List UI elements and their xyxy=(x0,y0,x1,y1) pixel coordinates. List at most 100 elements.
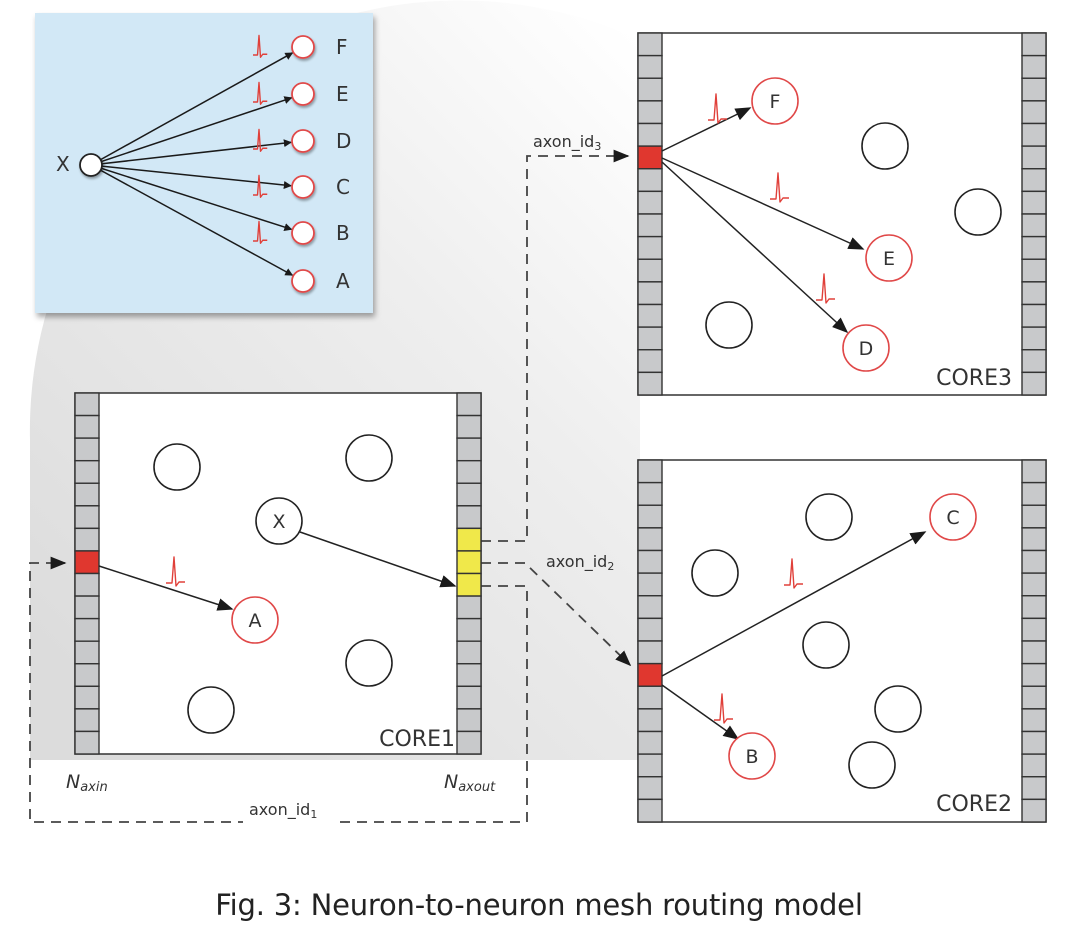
right-axon-column xyxy=(1021,32,1047,396)
axon-cell xyxy=(637,481,663,506)
neuron-idle xyxy=(345,639,393,687)
neuron-idle xyxy=(691,549,739,597)
neuron-idle xyxy=(802,621,850,669)
axon-cell xyxy=(74,640,100,665)
axon-cell xyxy=(456,459,482,484)
spike-icon xyxy=(253,34,268,58)
axon-cell xyxy=(1021,168,1047,193)
route-label-axon-id1: axon_id1 xyxy=(249,800,317,821)
axon-cell xyxy=(456,527,482,552)
neuron-idle xyxy=(874,685,922,733)
axon-cell xyxy=(637,662,663,687)
synapse-arrow xyxy=(661,161,849,334)
axon-cell xyxy=(637,685,663,710)
axon-cell xyxy=(1021,371,1047,396)
axon-cell xyxy=(637,527,663,552)
neuron-a xyxy=(231,596,279,644)
axon-cell xyxy=(74,685,100,710)
axon-cell xyxy=(1021,549,1047,574)
axon-cell xyxy=(637,753,663,778)
neuron-label: X xyxy=(272,511,285,533)
axon-cell xyxy=(637,281,663,306)
axon-cell xyxy=(1021,213,1047,238)
neuron-x xyxy=(255,497,303,545)
core-label: CORE1 xyxy=(379,727,455,752)
neuron-idle xyxy=(848,741,896,789)
axon-cell xyxy=(637,549,663,574)
axon-cell xyxy=(637,326,663,351)
axon-cell xyxy=(1021,708,1047,733)
neuron-f xyxy=(751,77,799,125)
axon-cell xyxy=(456,572,482,597)
axon-cell xyxy=(1021,100,1047,125)
axon-cell xyxy=(1021,77,1047,102)
inset-target-neuron xyxy=(291,175,315,199)
axon-cell xyxy=(637,100,663,125)
axon-cell xyxy=(1021,145,1047,170)
inset-target-label: D xyxy=(336,129,351,153)
inset-source-label: X xyxy=(56,152,70,176)
axon-cell xyxy=(1021,459,1047,484)
axon-cell xyxy=(74,414,100,439)
axon-cell xyxy=(1021,730,1047,755)
route-axon-id2 xyxy=(481,562,632,667)
axon-cell xyxy=(456,414,482,439)
axon-cell xyxy=(1021,527,1047,552)
axon-cell xyxy=(637,371,663,396)
axon-cell xyxy=(1021,753,1047,778)
axon-cell xyxy=(456,640,482,665)
axon-cell xyxy=(1021,326,1047,351)
axon-cell xyxy=(456,550,482,575)
axon-cell xyxy=(637,504,663,529)
axon-cell xyxy=(637,122,663,147)
axon-cell xyxy=(1021,617,1047,642)
axon-cell xyxy=(74,708,100,733)
left-axon-column xyxy=(637,459,663,823)
axon-cell xyxy=(456,685,482,710)
axon-cell xyxy=(1021,122,1047,147)
neuron-idle xyxy=(187,686,235,734)
neuron-label: A xyxy=(249,610,262,632)
inset-target-neuron xyxy=(291,129,315,153)
spike-icon xyxy=(784,558,803,589)
axon-cell xyxy=(456,392,482,417)
neuron-idle xyxy=(805,493,853,541)
axon-cell xyxy=(1021,481,1047,506)
axon-cell xyxy=(637,572,663,597)
spike-icon xyxy=(253,174,268,198)
axon-cell xyxy=(637,32,663,57)
axon-cell xyxy=(637,617,663,642)
spike-icon xyxy=(816,273,835,304)
figure-caption: Fig. 3: Neuron-to-neuron mesh routing mo… xyxy=(215,888,863,922)
axon-cell xyxy=(637,303,663,328)
naxin-label: Naxin xyxy=(66,771,108,795)
spike-icon xyxy=(253,128,268,152)
fanout-arrow xyxy=(90,164,294,276)
axon-cell xyxy=(637,349,663,374)
neuron-idle xyxy=(705,301,753,349)
neuron-b xyxy=(728,732,776,780)
neuron-label: E xyxy=(883,248,895,270)
axon-cell xyxy=(637,168,663,193)
neuron-e xyxy=(865,234,913,282)
left-axon-column xyxy=(637,32,663,396)
axon-cell xyxy=(1021,281,1047,306)
axon-cell xyxy=(637,640,663,665)
spike-icon xyxy=(770,172,789,203)
fanout-arrow xyxy=(90,52,294,166)
neuron-label: D xyxy=(859,338,874,360)
axon-cell xyxy=(1021,190,1047,215)
axon-cell xyxy=(74,505,100,530)
axon-cell xyxy=(637,213,663,238)
axon-cell xyxy=(456,708,482,733)
axon-cell xyxy=(74,482,100,507)
axon-cell xyxy=(637,54,663,79)
neuron-idle xyxy=(153,443,201,491)
route-label-axon-id3: axon_id3 xyxy=(533,132,601,153)
axon-cell xyxy=(637,798,663,823)
axon-cell xyxy=(74,392,100,417)
neuron-label: B xyxy=(745,746,758,768)
fanout-arrow xyxy=(90,96,293,166)
